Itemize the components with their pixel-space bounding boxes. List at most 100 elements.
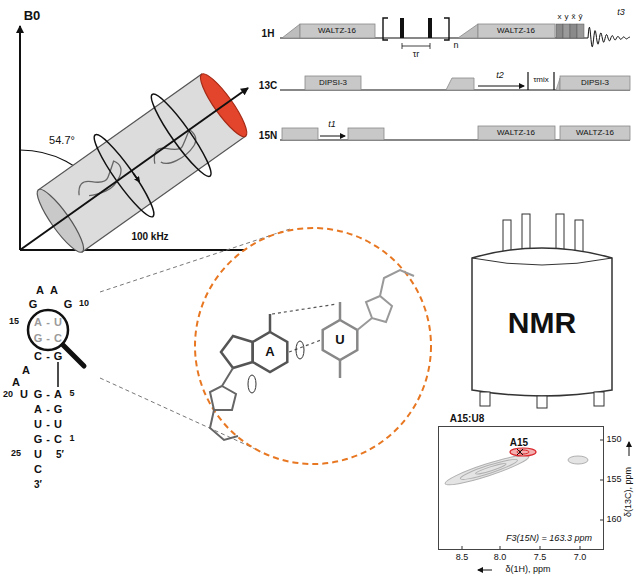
base-pair-zoom-part [380,270,414,296]
mas-rotor-part [20,88,248,250]
residue-number: 5 [69,389,74,399]
nucleotide: A [22,364,30,376]
nmr-magnet [472,214,612,408]
channel-label: 13C [259,80,277,91]
nucleotide: C [54,332,62,344]
nmr-magnet-part [503,220,511,252]
decoupling-label: WALTZ-16 [497,129,535,138]
base-letter: U [335,333,344,347]
pulse-sequence-part [430,43,431,49]
pulse-sequence-part [478,126,555,140]
nucleotide: A [34,316,42,328]
mas-rotor-part-part [134,174,140,182]
nmr-magnet-part [522,214,530,252]
nucleotide: U [54,316,62,328]
pulse-sequence-part [570,24,577,38]
time-label: t1 [328,120,336,130]
nucleotide: A [34,403,42,415]
pulse-sequence-part [553,72,554,90]
decoupling-label: WALTZ-16 [318,27,356,36]
magnet-label: NMR [508,306,576,339]
base-pair-zoom-part [269,314,272,332]
angle-label: 54.7° [49,134,75,146]
mas-rotor-part-part [149,127,201,172]
channel-label: 1H [262,28,275,39]
axis-tick: 155 [606,475,621,485]
rna-hairpin-lines-part [63,345,84,366]
decoupling-label: DIPSI-3 [319,79,347,88]
axis-tick: 8.5 [456,553,469,563]
strand-end: 3′ [34,479,42,490]
hc-spectrum-part [517,449,523,455]
axis-tick: 7.0 [574,553,587,563]
pulse-sequence-part [348,128,384,140]
base-pair-zoom-part [289,340,321,352]
period-label: τr [413,50,420,60]
nucleotide: G [54,350,63,362]
phase-label: ȳ [579,13,583,22]
base-pair-zoom-part [272,304,337,314]
nucleotide: C [34,463,42,475]
rna-hairpin-lines-part [57,362,59,387]
field-label: B0 [24,9,41,23]
pulse-sequence-part [305,76,361,90]
axis-tick: 8.0 [494,553,507,563]
mas-rotor-part-part [74,160,127,206]
pulse-sequence-part [478,86,524,87]
hc-spectrum-part-part [475,462,507,476]
base-pair-zoom-part [195,228,431,464]
nmr-magnet-part [480,392,490,406]
decoupling-label: WALTZ-16 [497,27,535,36]
zoom-circle: AU [195,228,431,464]
nucleotide: G [29,298,38,310]
magnet-body: NMR [472,252,612,390]
mas-rotor-part [19,26,21,250]
pulse-sequence-part [563,24,570,38]
decoupling-label: DIPSI-3 [581,79,609,88]
pulse-sequence-part [320,136,345,137]
nucleotide: U [34,448,42,460]
strand-end: 5′ [56,449,64,460]
pulse-sequence-part [300,24,375,38]
hc-spectrum-part [510,448,536,456]
axis-tick: 150 [606,435,621,445]
residue-number: 25 [11,449,21,459]
nucleotide: U [54,418,62,430]
spectrum-panel: A15:U8A15F3(15N) = 163.3 ppm [438,426,604,550]
axis-tick: 160 [606,515,621,525]
hc-spectrum-part [517,450,529,454]
base-pair-zoom-part [357,296,392,330]
axis-title: δ(1H), ppm [505,565,550,575]
pulse-sequence-part [577,24,584,38]
pulse-sequence-part [556,24,563,38]
nmr-magnet-part [472,248,612,396]
nucleotide: G [54,403,63,415]
base-pair-dash: - [46,403,50,415]
base-pair-dash: - [46,350,50,362]
base-pair-zoom-part [253,332,288,372]
spin-rate: 100 kHz [131,231,168,242]
base-pair-zoom-part [210,410,238,440]
residue-number: 15 [9,317,19,327]
base-pair-zoom-part [210,368,236,410]
base-pair-dash: - [46,418,50,430]
phase-label: y [565,13,569,22]
pulse-sequence-part [282,128,318,140]
pulse-sequence-part [402,46,430,47]
nucleotide: A [54,388,62,400]
pulse-sequence-part [444,18,449,40]
pulse-sequence-part [588,27,630,47]
hc-spectrum-part-part [443,451,530,490]
hc-spectrum-part [443,451,530,490]
base-pair-dash: - [46,316,50,328]
base-pair-zoom-part [339,360,342,378]
nucleotide: U [34,418,42,430]
base-pair-dash: - [46,433,50,445]
pulse-sequence-part [383,18,388,40]
mas-rotor-part [20,249,250,251]
nmr-magnet-part [575,220,583,252]
pulse-sequence-part [527,72,528,90]
phase-label: x [558,13,562,22]
residue-number: 10 [79,299,89,309]
pulse-sequence-part [478,24,555,38]
